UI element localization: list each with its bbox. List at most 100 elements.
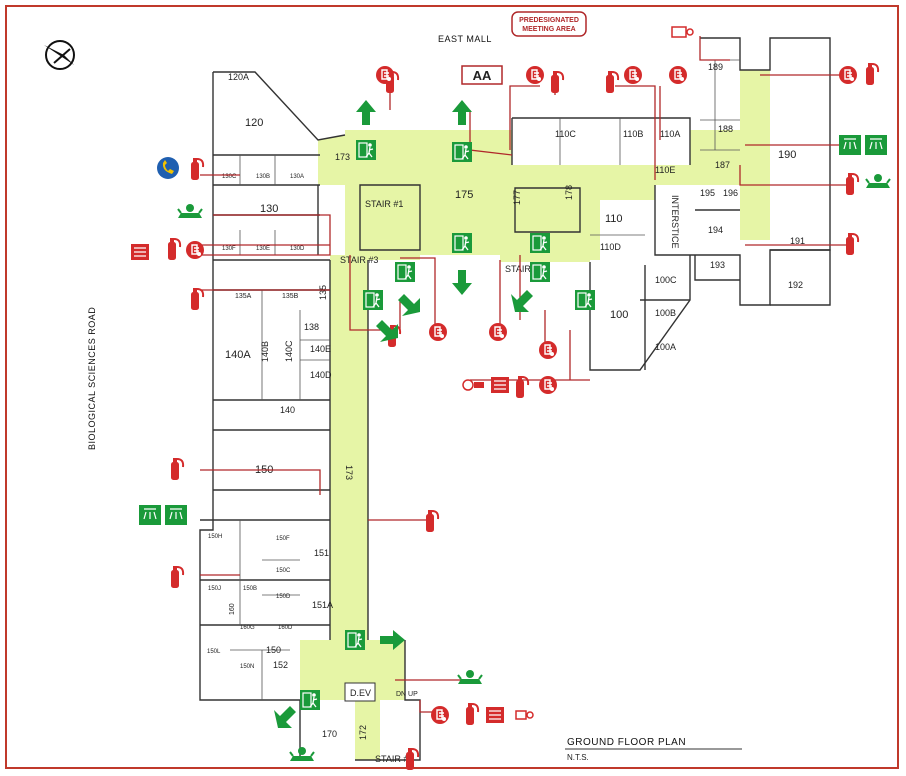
room-label: 152: [273, 660, 288, 670]
north-arrow-icon: [44, 40, 75, 70]
interstice-label: INTERSTICE: [670, 195, 680, 249]
room-label: 189: [708, 62, 723, 72]
room-label: 135: [318, 285, 328, 300]
room-label: 196: [723, 188, 738, 198]
fire-hose-cabinet-icon: [490, 376, 510, 394]
room-label: 150H: [208, 534, 222, 540]
exit-running-man-icon: [344, 629, 366, 651]
fire-alarm-pull-icon: [428, 322, 448, 342]
room-label: 100B: [655, 308, 676, 318]
exit-direction-arrow-icon: [274, 706, 296, 728]
exit-direction-arrow-icon: [511, 290, 533, 312]
room-label: 130A: [290, 174, 304, 180]
room-label: 172: [358, 725, 368, 740]
exit-running-man-icon: [529, 232, 551, 254]
room-label: 140B: [260, 341, 270, 362]
exit-direction-arrow-icon: [398, 294, 420, 316]
plan-title: GROUND FLOOR PLAN: [567, 737, 686, 748]
meeting-area-box: [511, 11, 587, 37]
room-label: 150D: [276, 594, 291, 600]
stair-3-label: STAIR #3: [340, 255, 378, 265]
assembly-point-icon: [865, 173, 891, 189]
fire-alarm-pull-icon: [488, 322, 508, 342]
meeting-area-label-1: PREDESIGNATED: [519, 17, 579, 24]
fire-extinguisher-icon: [465, 702, 480, 726]
fire-alarm-pull-icon: [838, 65, 858, 85]
room-label: 150: [266, 645, 281, 655]
room-label: 110D: [600, 242, 621, 252]
room-label: 140C: [284, 340, 294, 362]
fire-hose-reel-icon: [515, 710, 534, 720]
road-label: BIOLOGICAL SCIENCES ROAD: [87, 307, 97, 450]
room-label: 194: [708, 225, 723, 235]
fire-extinguisher-icon: [405, 747, 420, 771]
room-label: 130D: [290, 246, 305, 252]
fire-extinguisher-icon: [550, 70, 565, 94]
room-label: 130C: [222, 174, 237, 180]
hose-cabinets: [130, 26, 694, 724]
room-label: 138: [304, 322, 319, 332]
fire-alarm-pull-icon: [538, 375, 558, 395]
exit-running-man-icon: [394, 261, 416, 283]
room-label: 195: [700, 188, 715, 198]
exit-direction-arrow-icon: [452, 100, 472, 125]
assembly-point-icon: [289, 746, 315, 762]
room-label: 150B: [243, 586, 257, 592]
room-label: 177: [512, 190, 522, 205]
room-label: 173: [335, 152, 350, 162]
exit-direction-arrow-icon: [376, 320, 398, 342]
exit-running-man-icon: [299, 689, 321, 711]
room-label: 130B: [256, 174, 270, 180]
assembly-point-icon: [177, 203, 203, 219]
room-label: 188: [718, 124, 733, 134]
stair-2-label: STAIR #2: [505, 264, 543, 274]
room-label: 120: [245, 117, 263, 129]
exit-running-man-icon: [574, 289, 596, 311]
fire-hose-cabinet-icon: [485, 706, 505, 724]
room-label: 140: [280, 405, 295, 415]
room-label: 140D: [310, 370, 332, 380]
east-mall-label: EAST MALL: [438, 34, 492, 44]
fire-alarm-pull-icon: [375, 65, 395, 85]
leader-lines: [200, 36, 850, 713]
room-label: 191: [790, 236, 805, 246]
emergency-shower-icon: [864, 134, 888, 156]
room-label: 170: [322, 729, 337, 739]
room-label: 100A: [655, 342, 676, 352]
exit-running-man-icon: [529, 261, 551, 283]
room-label: 135B: [282, 293, 299, 300]
stair-4-label: STAIR #4: [375, 754, 413, 764]
corridor-highlight: [300, 70, 770, 760]
fire-extinguisher-icon: [170, 457, 185, 481]
room-label: 190: [778, 149, 796, 161]
room-label: 178: [564, 185, 574, 200]
stair-1-label: STAIR #1: [365, 199, 403, 209]
meeting-area-label-2: MEETING AREA: [522, 26, 575, 33]
exit-direction-arrow-icon: [452, 270, 472, 295]
room-label: 150C: [276, 568, 291, 574]
room-label: 160: [229, 603, 236, 615]
room-label: 150L: [207, 649, 221, 655]
room-label: 120A: [228, 72, 249, 82]
aa-label: AA: [473, 68, 492, 83]
exit-running-man-icon: [355, 139, 377, 161]
room-label: 110B: [623, 129, 643, 139]
fire-extinguisher-icon: [190, 157, 205, 181]
elevator-box: [344, 682, 376, 702]
room-label: 192: [788, 280, 803, 290]
fire-alarm-pull-icon: [668, 65, 688, 85]
room-label: 110: [605, 213, 623, 225]
exit-running-man-icon: [362, 289, 384, 311]
fire-extinguisher-icon: [605, 70, 620, 94]
room-label: 100C: [655, 275, 677, 285]
fire-extinguisher-icon: [167, 237, 182, 261]
room-label: 130F: [222, 246, 236, 252]
fire-extinguisher-icon: [865, 62, 880, 86]
fire-extinguisher-icon: [170, 565, 185, 589]
room-label: 130E: [256, 246, 270, 252]
fire-alarm-pull-icon: [623, 65, 643, 85]
room-label: 135A: [235, 293, 252, 300]
emergency-shower-icon: [838, 134, 862, 156]
plan-scale: N.T.S.: [567, 753, 589, 762]
room-label: 110A: [660, 129, 680, 139]
